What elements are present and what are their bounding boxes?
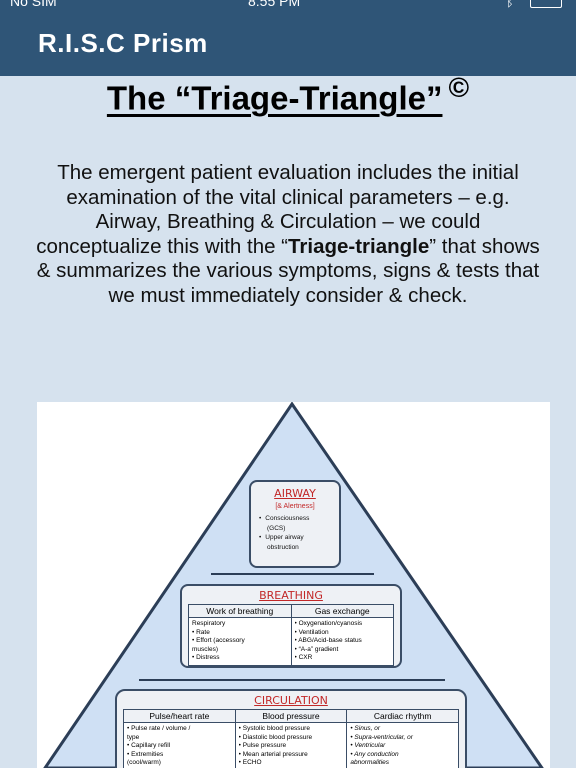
page-heading: The “Triage-Triangle”© xyxy=(0,72,576,117)
circulation-table: Pulse/heart rate • Pulse rate / volume /… xyxy=(123,709,459,768)
breathing-col-work: Work of breathing Respiratory • Rate • E… xyxy=(189,605,291,665)
breathing-table: Work of breathing Respiratory • Rate • E… xyxy=(188,604,394,666)
intro-bold-term: Triage-triangle xyxy=(288,234,430,258)
nav-bar: R.I.S.C Prism xyxy=(0,10,576,76)
intro-text-1: The emergent patient evaluation includes… xyxy=(36,161,519,258)
battery-icon xyxy=(530,0,562,8)
airway-title: AIRWAY xyxy=(274,487,316,500)
intro-text-2: ” that shows & summarizes the various sy… xyxy=(36,234,540,307)
bluetooth-icon: ᛒ xyxy=(506,0,514,9)
carrier-label: No SIM xyxy=(10,0,57,9)
triage-triangle-diagram: AIRWAY [& Alertness] Consciousness(GCS) … xyxy=(37,402,550,768)
circulation-title: CIRCULATION xyxy=(254,694,328,707)
breathing-title: BREATHING xyxy=(259,589,323,602)
circulation-col-rhythm: Cardiac rhythm • Sinus, or • Supra-ventr… xyxy=(346,710,459,768)
breathing-col-gas: Gas exchange • Oxygenation/cyanosis • Ve… xyxy=(290,605,393,665)
list-item: Consciousness(GCS) xyxy=(259,514,339,533)
breathing-box: BREATHING Work of breathing Respiratory … xyxy=(180,584,402,668)
app-title: R.I.S.C Prism xyxy=(38,28,208,58)
copyright-symbol: © xyxy=(448,72,470,103)
airway-box: AIRWAY [& Alertness] Consciousness(GCS) … xyxy=(249,480,341,568)
airway-subtitle: [& Alertness] xyxy=(275,503,315,510)
status-bar: No SIM 8:55 PM ᛒ xyxy=(0,0,576,10)
intro-paragraph: The emergent patient evaluation includes… xyxy=(34,161,542,308)
heading-title: The “Triage-Triangle” xyxy=(106,79,443,117)
circulation-col-pulse: Pulse/heart rate • Pulse rate / volume /… xyxy=(124,710,235,768)
airway-list: Consciousness(GCS) Upper airwayobstructi… xyxy=(251,514,339,552)
circulation-box: CIRCULATION Pulse/heart rate • Pulse rat… xyxy=(115,689,467,768)
circulation-col-bp: Blood pressure • Systolic blood pressure… xyxy=(234,710,347,768)
clock: 8:55 PM xyxy=(248,0,301,9)
